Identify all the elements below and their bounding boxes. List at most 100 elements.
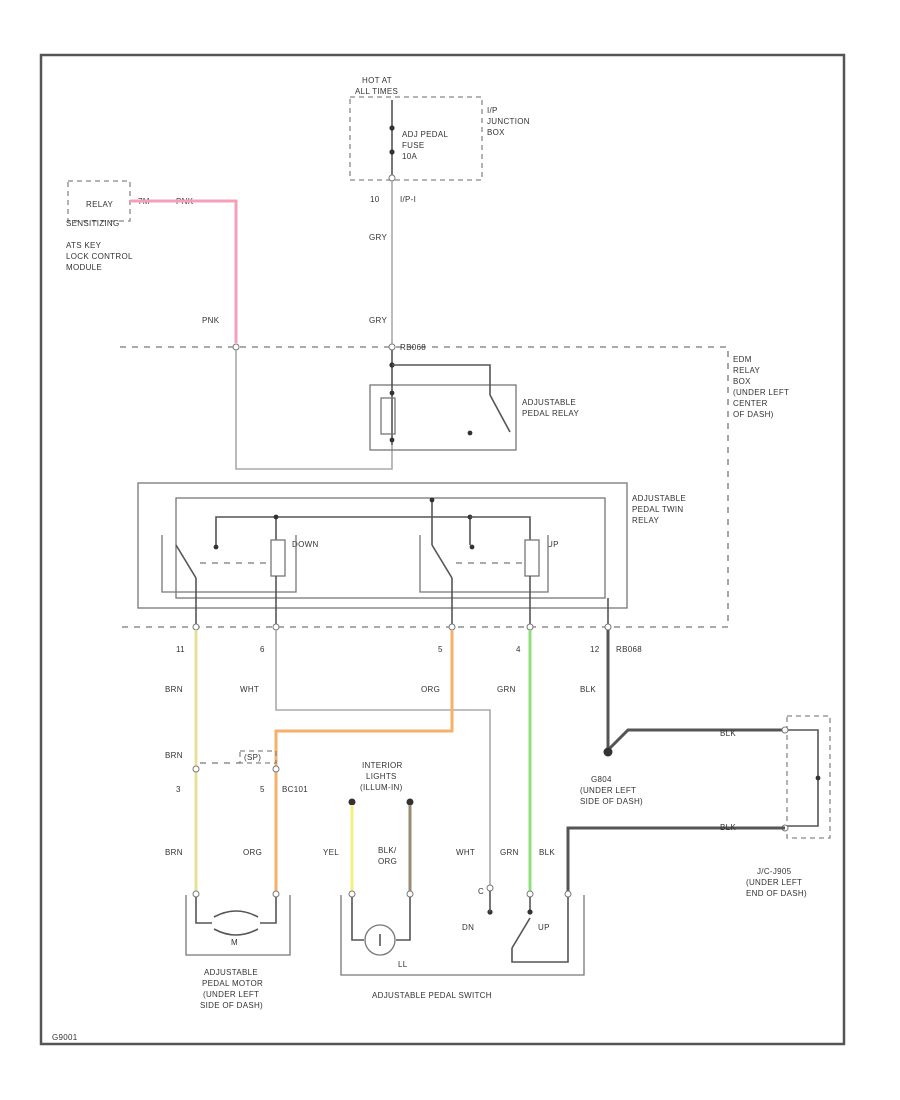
jc-outline <box>786 715 831 839</box>
blk-org-label-1: BLK/ <box>378 846 397 855</box>
pnk-wire <box>130 199 238 343</box>
yel-label: YEL <box>323 848 339 857</box>
relay-box-line6: OF DASH) <box>733 410 774 419</box>
up-label: UP <box>547 540 559 549</box>
splice-box <box>239 750 277 764</box>
switch-lamp-wiring <box>351 897 411 941</box>
gry-relay-terminal <box>388 343 396 351</box>
motor-line4: SIDE OF DASH) <box>200 1001 263 1010</box>
splice-label: (SP) <box>244 753 261 762</box>
twin-relay-line2: PEDAL TWIN <box>632 505 683 514</box>
pin4-terminal <box>526 623 534 631</box>
motor-line2: PEDAL MOTOR <box>202 979 263 988</box>
fuse-pin-number: 10 <box>370 195 380 204</box>
twin-relay-line3: RELAY <box>632 516 660 525</box>
pedal-relay-contact-dot <box>467 430 473 436</box>
pin11-terminal <box>192 623 200 631</box>
junction-box-outline <box>349 96 483 181</box>
switch-yel-terminal <box>348 890 356 898</box>
relay-connector-label: RB068 <box>400 343 426 352</box>
relay-sensitizing-label: SENSITIZING <box>66 219 120 228</box>
jc-line1: J/C-J905 <box>757 867 792 876</box>
motor-armature <box>213 910 259 936</box>
diagram-code: G9001 <box>52 1033 78 1042</box>
jc-line2: (UNDER LEFT <box>746 878 802 887</box>
lights-right-terminal <box>406 798 414 806</box>
grn-label-1: GRN <box>497 685 516 694</box>
fuse-rating: 10A <box>402 152 417 161</box>
down-contact <box>175 544 197 579</box>
hot-all-times-label: ALL TIMES <box>355 87 398 96</box>
lights-line1: INTERIOR <box>362 761 403 770</box>
up-feed-dot <box>429 497 435 503</box>
org-wire <box>274 630 454 892</box>
brn-label-3: BRN <box>165 848 183 857</box>
relay-box-line4: (UNDER LEFT <box>733 388 789 397</box>
gry-wire-lower-label: GRY <box>369 316 387 325</box>
pnk-internal-wire <box>235 350 393 470</box>
pin12-label: 12 <box>590 645 600 654</box>
fuse-bottom-dot <box>389 149 395 155</box>
gry-wire-upper-label: GRY <box>369 233 387 242</box>
motor-pin3-splice <box>192 765 200 773</box>
blk-switch-wire <box>566 826 785 892</box>
pedal-relay-outline <box>369 384 517 451</box>
twin-relay-line1: ADJUSTABLE <box>632 494 686 503</box>
pin5-label: 5 <box>438 645 443 654</box>
wht-wire <box>275 630 491 885</box>
relay-box-line2: RELAY <box>733 366 761 375</box>
motor-pin3-label: 3 <box>176 785 181 794</box>
up-coil <box>524 539 540 577</box>
relay-box-boundary <box>120 346 729 628</box>
switch-lever <box>511 917 531 949</box>
blk-label-2: BLK <box>720 729 736 738</box>
down-label: DOWN <box>292 540 319 549</box>
twin-relay-outer <box>137 482 628 609</box>
brn-label-1: BRN <box>165 685 183 694</box>
pin6-terminal <box>272 623 280 631</box>
grn-label-2: GRN <box>500 848 519 857</box>
switch-blk-terminal <box>564 890 572 898</box>
pin12-connector: RB068 <box>616 645 642 654</box>
twin-relay-inner <box>175 497 606 599</box>
switch-c-label: C <box>478 887 484 896</box>
pedal-switch-label: ADJUSTABLE PEDAL SWITCH <box>372 991 492 1000</box>
brn-label-2: BRN <box>165 751 183 760</box>
motor-pin5-label: 5 <box>260 785 265 794</box>
switch-up-dot <box>527 909 533 915</box>
motor-winding <box>195 897 277 924</box>
switch-grn-terminal <box>526 890 534 898</box>
blk-label-3: BLK <box>720 823 736 832</box>
module-caption-line2: LOCK CONTROL <box>66 252 133 261</box>
switch-ll-label: LL <box>398 960 408 969</box>
pedal-switch-outline <box>340 895 585 976</box>
pnk-wire-lower-label: PNK <box>202 316 220 325</box>
blk-org-label-2: ORG <box>378 857 397 866</box>
pedal-relay-line1: ADJUSTABLE <box>522 398 576 407</box>
switch-common <box>511 897 569 963</box>
org-label-2: ORG <box>243 848 262 857</box>
ground-line1: G804 <box>591 775 612 784</box>
fuse-top-dot <box>389 125 395 131</box>
module-caption-line1: ATS KEY <box>66 241 102 250</box>
fuse-name-line1: ADJ PEDAL <box>402 130 449 139</box>
motor-symbol: M <box>231 938 238 947</box>
down-section-bracket <box>161 535 297 593</box>
pin11-label: 11 <box>176 645 185 654</box>
pin5-terminal <box>448 623 456 631</box>
motor-right-terminal <box>272 890 280 898</box>
fuse-name-line2: FUSE <box>402 141 425 150</box>
wht-label-2: WHT <box>456 848 475 857</box>
org-label-1: ORG <box>421 685 440 694</box>
relay-box-line3: BOX <box>733 377 751 386</box>
junction-box-line2: JUNCTION <box>487 117 530 126</box>
ground-line3: SIDE OF DASH) <box>580 797 643 806</box>
jc-bus <box>787 729 819 827</box>
junction-box-line1: I/P <box>487 106 498 115</box>
hot-at-label: HOT AT <box>362 76 392 85</box>
blk-label-1: BLK <box>580 685 596 694</box>
jc-line3: END OF DASH) <box>746 889 807 898</box>
motor-line3: (UNDER LEFT <box>203 990 259 999</box>
pin6-label: 6 <box>260 645 265 654</box>
